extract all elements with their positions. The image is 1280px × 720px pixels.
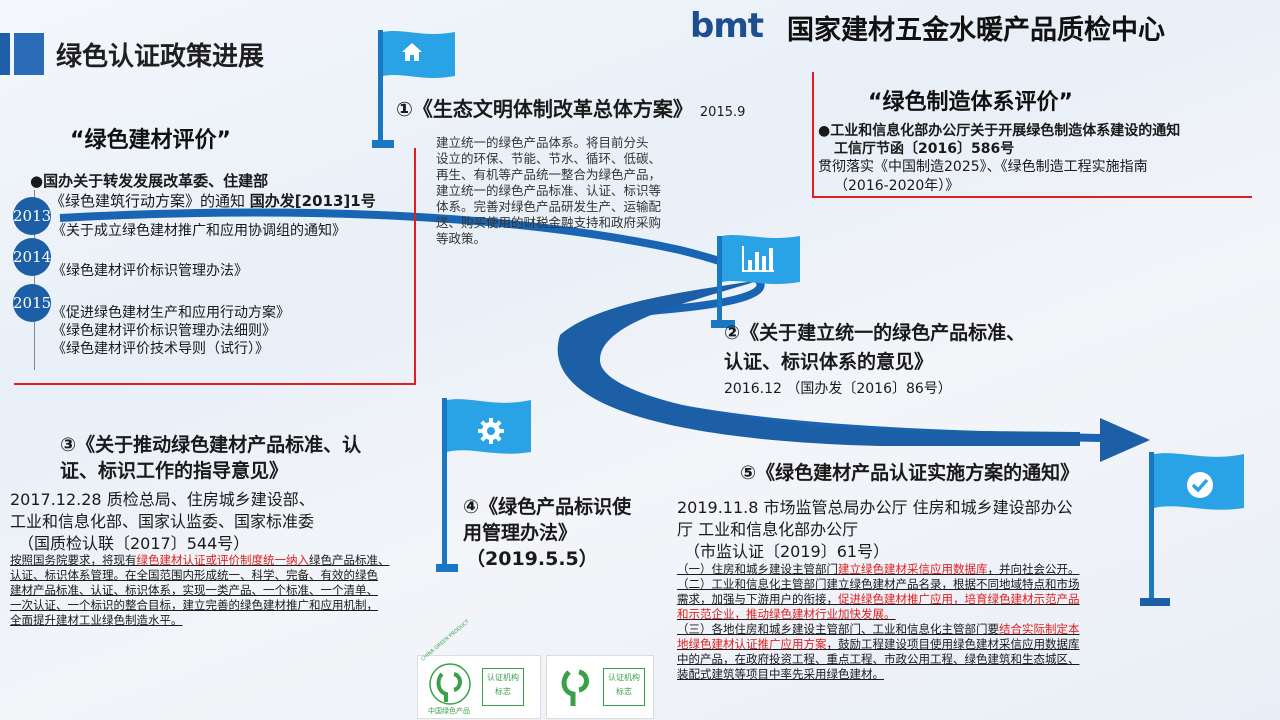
right-top-line3: 贯彻落实《中国制造2025》、《绿色制造工程实施指南 <box>818 159 1148 175</box>
green-product-cert-logo-2: 认证机构 标志 <box>546 655 654 719</box>
sec1-line: 再生、有机等产品统一整合为绿色产品， <box>436 167 662 182</box>
right-top-red-hline <box>812 196 1252 198</box>
sec1-line: 建立统一的绿色产品体系。将目前分头 <box>436 135 649 150</box>
left-item-2015-c: 《绿色建材评价技术导则（试行）》 <box>52 341 269 357</box>
cert2-box-line1: 认证机构 <box>608 673 640 682</box>
sec5-line: 地绿色建材认证推广应用方案，鼓励工程建设项目使用绿色建材采信应用数据库 <box>677 637 1080 651</box>
left-timeline <box>34 190 35 370</box>
title-accent-bars <box>0 33 46 75</box>
sec3-issuer-l3: （国质检认联〔2017〕544号） <box>18 534 250 553</box>
sec5-line: 和示范企业，推动绿色建材行业加快发展。 <box>677 607 896 621</box>
flag5-pole <box>1149 452 1154 602</box>
sec5-line: 需求，加强与下游用户的衔接，促进绿色建材推广应用，培育绿色建材示范产品 <box>677 592 1080 606</box>
bar-chart-icon <box>742 246 774 272</box>
cert1-bottom-text: 中国绿色产品 <box>428 707 470 715</box>
left-item-2013: 《关于成立绿色建材推广和应用协调组的通知》 <box>52 223 346 239</box>
year-2014-badge: 2014 <box>13 238 51 276</box>
flag3-base <box>436 564 458 572</box>
sec5-line: 装配式建筑等项目中率先采用绿色建材。 <box>677 667 884 681</box>
sec3-line: 建材产品标准、认证、标识体系，实现一类产品、一个标准、一个清单、 <box>10 583 378 597</box>
green-product-cert-logo-1: CHINA GREEN PRODUCT 中国绿色产品 认证机构 标志 <box>417 619 541 719</box>
sec2-sub: 2016.12 （国办发〔2016〕86号） <box>724 381 952 397</box>
flag2-pole <box>717 236 722 326</box>
right-top-red-vline <box>812 72 814 198</box>
sec1-line: 建立统一的绿色产品标准、认证、标识等 <box>436 183 662 198</box>
green-product-emblem <box>429 663 471 705</box>
sec5-line: （二）工业和信息化主管部门建立绿色建材产品名录，根据不同地域特点和市场 <box>677 577 1080 591</box>
flag3-pole <box>442 398 447 570</box>
flag1-pole <box>378 30 383 145</box>
sec1-line: 等政策。 <box>436 231 487 246</box>
green-product-emblem <box>561 669 589 706</box>
sec5-issuer-l1: 2019.11.8 市场监管总局办公厅 住房和城乡建设部办公 <box>677 498 1073 517</box>
gear-icon <box>478 418 504 444</box>
sec4-title-l2: 用管理办法》 <box>463 522 578 544</box>
sec3-issuer-l2: 工业和信息化部、国家认监委、国家标准委 <box>10 512 315 531</box>
left-red-hline <box>14 383 416 385</box>
cert2-box-line2: 标志 <box>616 687 632 696</box>
right-top-bullet-l2: 工信厅节函〔2016〕586号 <box>834 141 1015 157</box>
left-red-vline <box>414 148 416 384</box>
right-top-bullet-l1: ●工业和信息化部办公厅关于开展绿色制造体系建设的通知 <box>818 123 1181 139</box>
cert1-box-line1: 认证机构 <box>487 673 519 682</box>
sec5-issuer-l2: 厅 工业和信息化部办公厅 <box>677 520 859 539</box>
page-title: 绿色认证政策进展 <box>56 42 265 72</box>
sec1-body: 建立统一的绿色产品体系。将目前分头 设立的环保、节能、节水、循环、低碳、 再生、… <box>436 135 721 247</box>
sec4-title-l1: ④《绿色产品标识使 <box>463 496 632 518</box>
sec3-issuer-l1: 2017.12.28 质检总局、住房城乡建设部、 <box>10 490 315 509</box>
sec4-title-l3: （2019.5.5） <box>466 548 598 570</box>
sec3-line: 认证、标识体系管理。在全国范围内形成统一、科学、完备、有效的绿色 <box>10 568 378 582</box>
right-top-heading: “绿色制造体系评价” <box>868 90 1073 115</box>
right-top-line4: （2016-2020年）》 <box>834 178 960 194</box>
cert2-box: 认证机构 标志 <box>603 668 645 706</box>
left-heading: “绿色建材评价” <box>70 128 231 153</box>
sec3-line: 按照国务院要求，将现有绿色建材认证或评价制度统一纳入绿色产品标准、 <box>10 553 390 567</box>
left-item-2015-b: 《绿色建材评价标识管理办法细则》 <box>52 323 276 339</box>
sec3-title-l1: ③《关于推动绿色建材产品标准、认 <box>60 434 362 456</box>
sec5-line: （三）各地住房和城乡建设主管部门、工业和信息化主管部门要结合实际制定本 <box>677 622 1080 636</box>
year-2013-badge: 2013 <box>13 197 51 235</box>
year-2015-badge: 2015 <box>13 284 51 322</box>
sec2-title-l1: ②《关于建立统一的绿色产品标准、 <box>724 322 1026 344</box>
flag1-base <box>372 140 394 148</box>
left-item-2014: 《绿色建材评价标识管理办法》 <box>52 263 248 279</box>
org-name: 国家建材五金水暖产品质检中心 <box>787 15 1165 46</box>
sec5-issuer-l3: （市监认证〔2019〕61号） <box>684 542 890 561</box>
sec5-body: （一）住房和城乡建设主管部门建立绿色建材采信应用数据库，并向社会公开。 （二）工… <box>677 562 1147 682</box>
sec5-line: （一）住房和城乡建设主管部门建立绿色建材采信应用数据库，并向社会公开。 <box>677 562 1080 576</box>
left-bullet-line1: ●国办关于转发发展改革委、住建部 <box>30 172 269 190</box>
check-icon <box>1187 472 1213 498</box>
sec5-line: 中的产品，在政府投资工程、重点工程、市政公用工程、绿色建筑和生态城区、 <box>677 652 1080 666</box>
home-icon <box>402 43 422 61</box>
cert1-box-line2: 标志 <box>495 687 511 696</box>
sec3-title-l2: 证、标识工作的指导意见》 <box>60 460 289 482</box>
sec3-line: 一次认证、一个标识的整合目标，建立完善的绿色建材推广和应用机制， <box>10 598 378 612</box>
sec5-title: ⑤《绿色建材产品认证实施方案的通知》 <box>740 462 1080 484</box>
sec1-line: 体系。完善对绿色产品研发生产、运输配 <box>436 199 662 214</box>
sec1-title: ①《生态文明体制改革总体方案》 2015.9 <box>396 97 746 121</box>
flag2-base <box>711 320 735 328</box>
cert1-box: 认证机构 标志 <box>482 668 524 706</box>
left-bullet-line2: 《绿色建筑行动方案》的通知 国办发[2013]1号 <box>50 192 376 210</box>
sec3-line: 全面提升建材工业绿色制造水平。 <box>10 613 183 627</box>
flag2 <box>722 235 800 284</box>
sec1-line: 设立的环保、节能、节水、循环、低碳、 <box>436 151 662 166</box>
left-item-2015-a: 《促进绿色建材生产和应用行动方案》 <box>52 305 290 321</box>
bmt-logo: bmt <box>690 6 764 46</box>
sec3-body: 按照国务院要求，将现有绿色建材认证或评价制度统一纳入绿色产品标准、 认证、标识体… <box>10 553 440 628</box>
flag5-base <box>1140 598 1170 606</box>
sec1-line: 送、购买使用的财税金融支持和政府采购 <box>436 215 662 230</box>
sec2-title-l2: 认证、标识体系的意见》 <box>724 351 934 373</box>
